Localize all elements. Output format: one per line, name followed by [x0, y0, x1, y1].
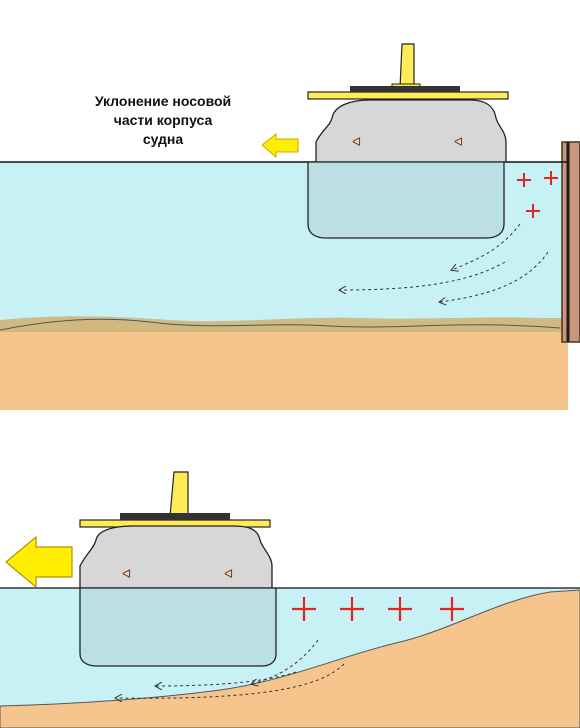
- svg-text:ᐊ: ᐊ: [352, 135, 361, 149]
- flow-arrows-top: [340, 223, 549, 302]
- top-scene: ᐊ ᐊ: [0, 43, 580, 410]
- bottom-scene: ᐊ ᐊ: [0, 471, 580, 728]
- ship-top: ᐊ ᐊ: [307, 43, 509, 239]
- yellow-arrow-left-icon: [5, 535, 73, 589]
- yellow-arrow-left-icon: [261, 132, 299, 159]
- quay-wall: [561, 141, 580, 343]
- pressure-plus-marks-top: [517, 171, 558, 218]
- ship-bottom: ᐊ ᐊ: [79, 471, 277, 667]
- caption-line-1: Уклонение носовой: [94, 93, 232, 109]
- seabed-edge-top: [0, 316, 568, 332]
- svg-text:ᐊ: ᐊ: [224, 567, 233, 581]
- svg-text:ᐊ: ᐊ: [454, 135, 463, 149]
- caption-bow-deviation: Уклонение носовой части корпуса судна: [52, 92, 274, 149]
- pressure-plus-marks-bottom: [292, 597, 464, 621]
- seabed-line-top: [0, 318, 561, 331]
- caption-line-3: судна: [142, 131, 184, 147]
- svg-text:ᐊ: ᐊ: [122, 567, 131, 581]
- caption-line-2: части корпуса: [113, 112, 213, 128]
- flow-arrows-bottom: [116, 639, 345, 698]
